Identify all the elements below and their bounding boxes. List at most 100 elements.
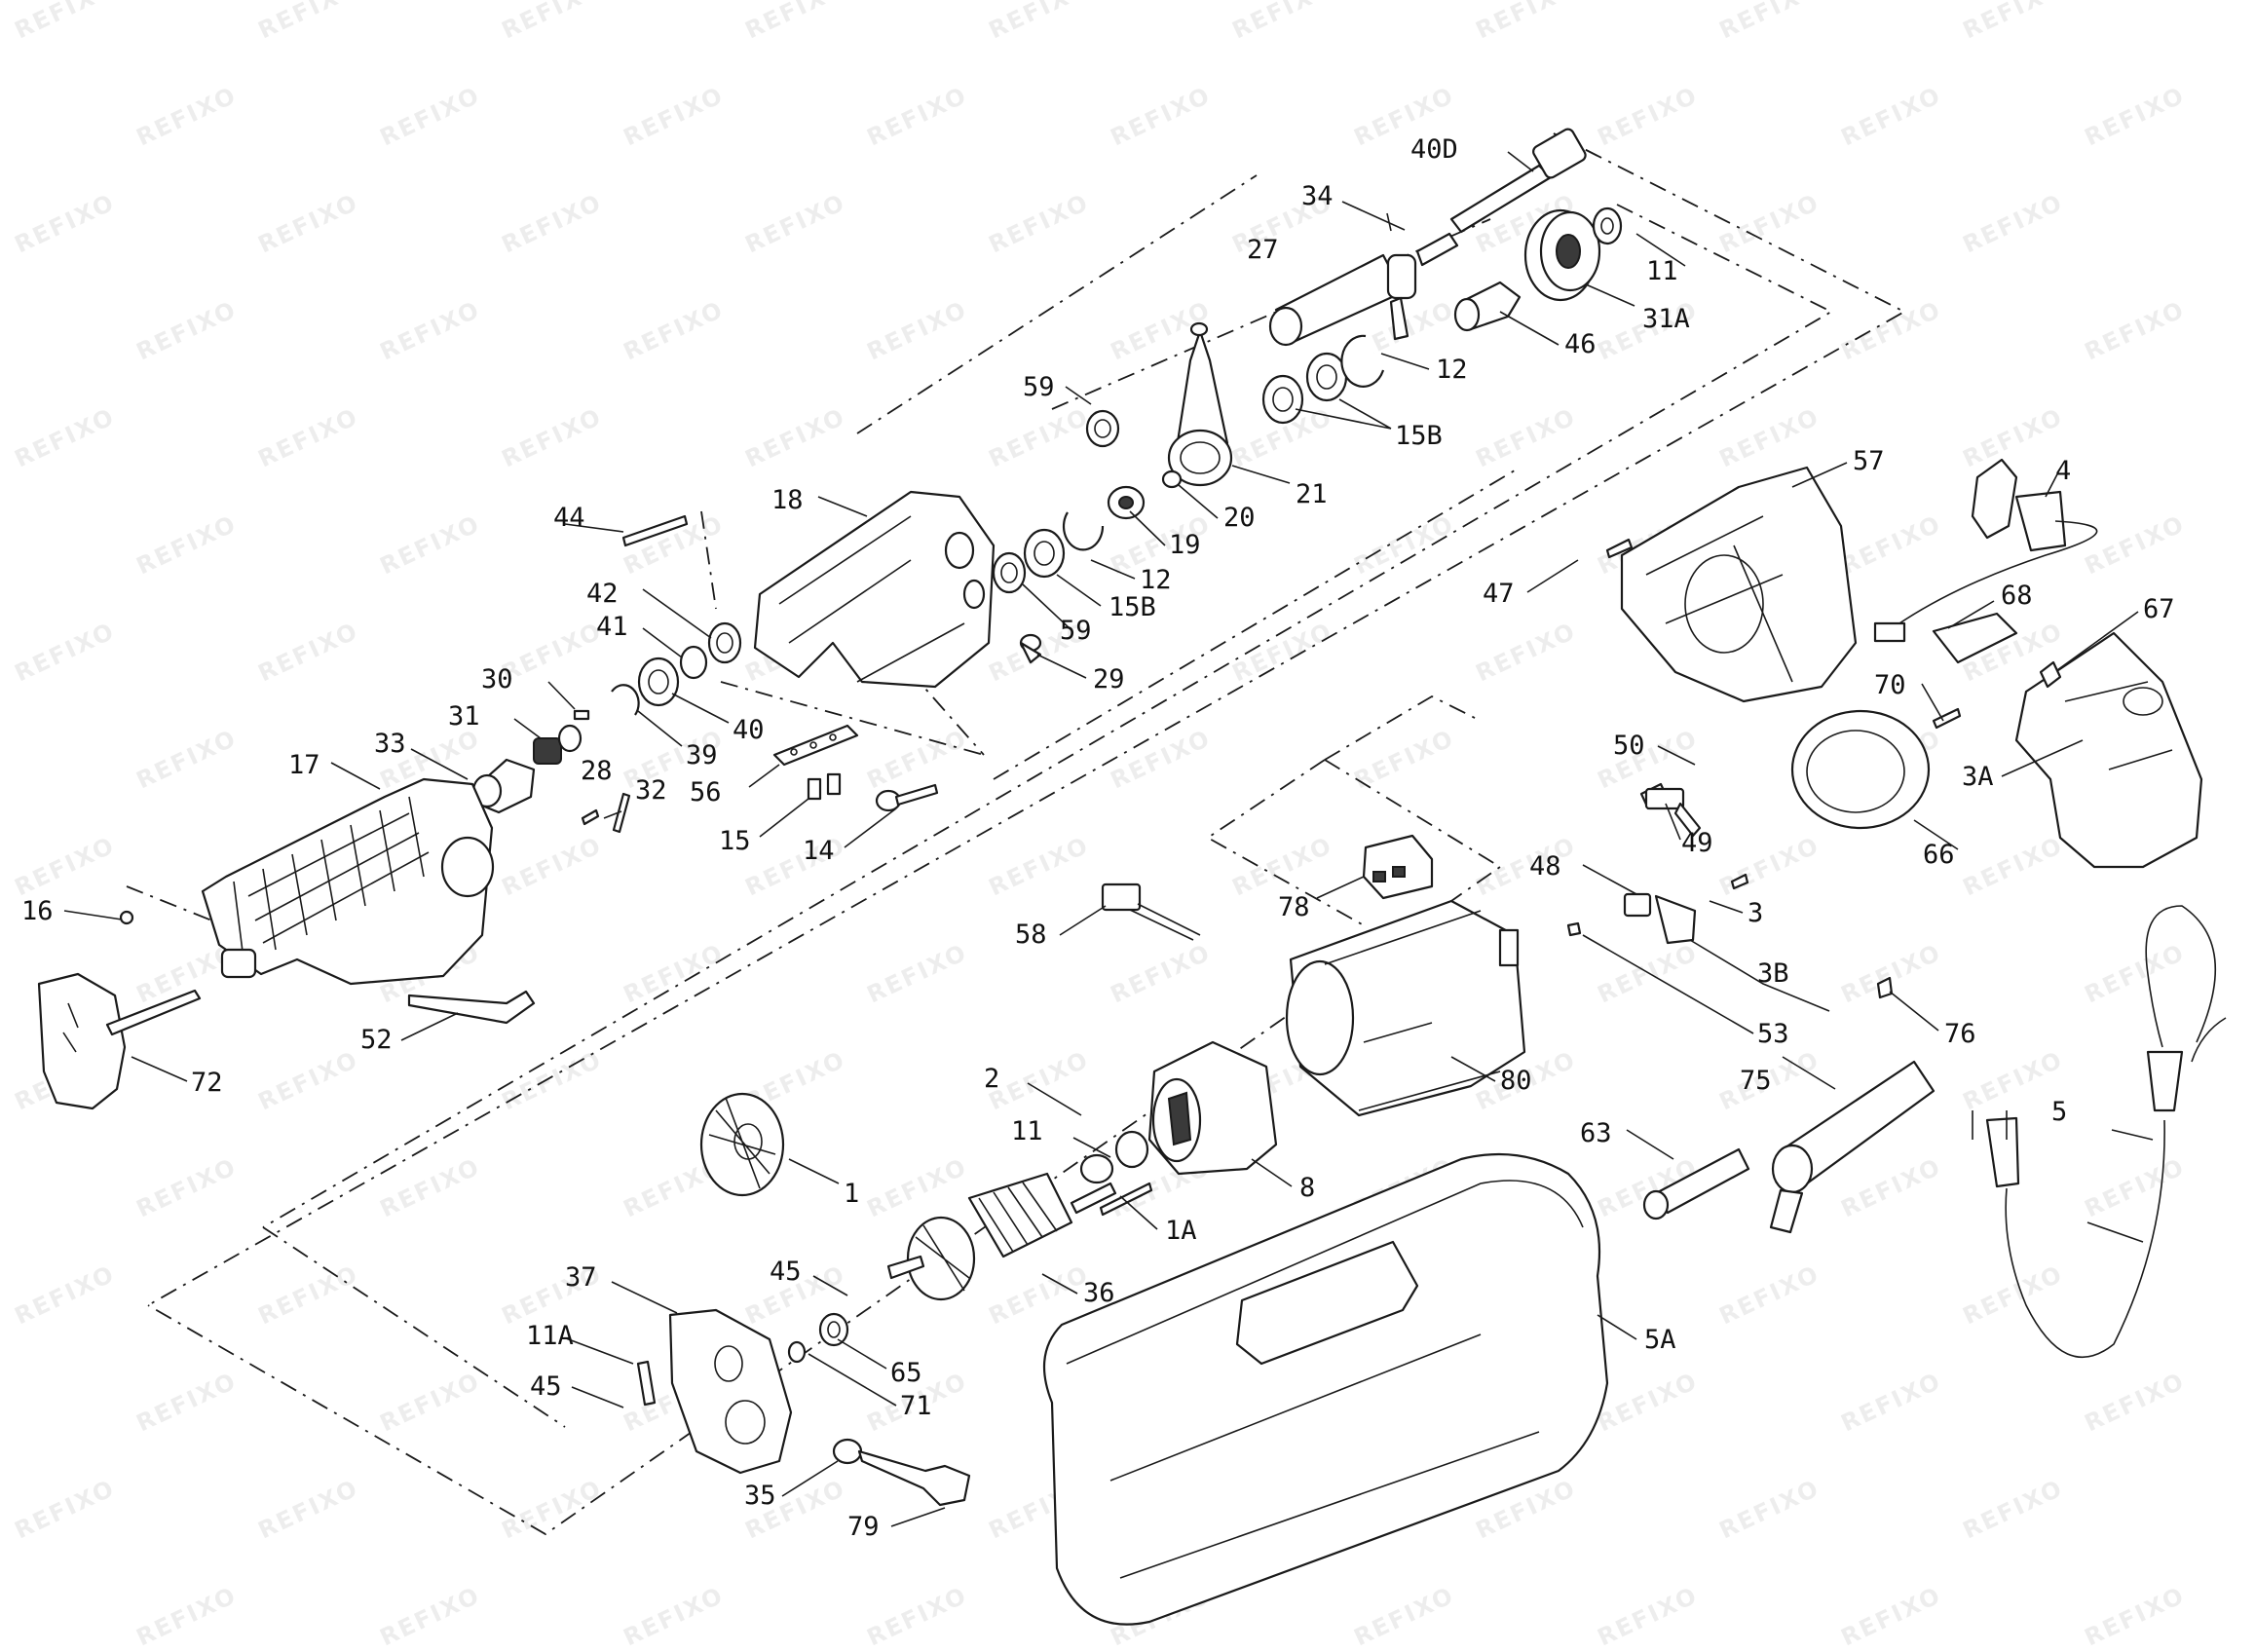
shaft-40d (1415, 128, 1587, 267)
watermark-text: REFIXO (498, 188, 607, 258)
watermark-text: REFIXO (1350, 1581, 1459, 1651)
small-bearings (992, 469, 1183, 594)
label-1: 36 (1083, 1278, 1115, 1308)
fan-1a (699, 1092, 785, 1197)
watermark-text: REFIXO (1594, 81, 1703, 151)
watermark-text: REFIXO (1837, 1367, 1946, 1437)
watermark-text: REFIXO (863, 295, 972, 365)
watermark-text: REFIXO (1837, 509, 1946, 580)
watermark-text: REFIXO (1594, 1581, 1703, 1651)
watermark-text: REFIXO (1472, 617, 1581, 687)
label-39: 39 (686, 740, 718, 770)
capacitor-78 (1101, 882, 1201, 941)
handle-57 (2014, 631, 2203, 869)
watermark-text: REFIXO (1107, 938, 1216, 1008)
label-16: 72 (191, 1068, 223, 1098)
label-27: 27 (1247, 235, 1279, 265)
watermark-text: REFIXO (1959, 188, 2068, 258)
label-3: 3B (1757, 958, 1789, 989)
watermark-text: REFIXO (863, 81, 972, 151)
label-47: 47 (1483, 579, 1515, 609)
label-15: 15 (719, 826, 751, 856)
label-11-mid: 11 (1011, 1116, 1043, 1146)
label-37: 11A (526, 1321, 574, 1351)
watermark-text: REFIXO (376, 295, 485, 365)
watermark-text: REFIXO (1959, 402, 2068, 472)
watermark-text: REFIXO (1228, 831, 1337, 901)
watermark-text: REFIXO (11, 402, 120, 472)
label-12-top: 12 (1436, 355, 1468, 385)
watermark-text: REFIXO (1837, 938, 1946, 1008)
label-67: 67 (2143, 594, 2175, 624)
watermark-text: REFIXO (1594, 1367, 1703, 1437)
label-21: 21 (1296, 479, 1328, 509)
tube-75 (1642, 1147, 1750, 1220)
label-48: 3 (1748, 898, 1763, 928)
watermark-text: REFIXO (254, 1045, 363, 1115)
label-11-top: 11 (1646, 256, 1678, 286)
watermark-text: REFIXO (254, 1474, 363, 1544)
plate-56 (772, 724, 859, 767)
label-40: 40 (733, 715, 765, 745)
label-4: 4 (2055, 456, 2071, 486)
label-49: 49 (1681, 828, 1713, 858)
seal-stack (471, 514, 742, 834)
label-56: 56 (690, 777, 722, 807)
watermark-text: REFIXO (620, 1581, 729, 1651)
label-44: 44 (553, 503, 585, 533)
terminal-76 (1362, 834, 1434, 900)
label-15b-top: 15B (1395, 421, 1443, 451)
watermark-text: REFIXO (985, 0, 1094, 44)
watermark-text: REFIXO (620, 938, 729, 1008)
ring-66 (1790, 709, 1931, 830)
watermark-text: REFIXO (1472, 402, 1581, 472)
gear-housing-18 (753, 490, 996, 689)
watermark-text: REFIXO (1594, 938, 1703, 1008)
label-2: 8 (1299, 1173, 1315, 1203)
label-72: 52 (360, 1025, 393, 1055)
watermark-text: REFIXO (1715, 1474, 1824, 1544)
label-71: 35 (744, 1481, 776, 1511)
end-cap-45 (636, 1308, 971, 1507)
label-3b: 53 (1757, 1019, 1789, 1049)
armature-1 (886, 1130, 1153, 1301)
watermark-text: REFIXO (1228, 0, 1337, 44)
watermark-text: REFIXO (1959, 1474, 2068, 1544)
label-17: 17 (288, 750, 320, 780)
watermark-text: REFIXO (11, 831, 120, 901)
label-33: 33 (374, 729, 406, 759)
watermark-text: REFIXO (11, 1259, 120, 1330)
watermark-text: REFIXO (1715, 0, 1824, 44)
sleeve-27 (1268, 253, 1417, 347)
cord-5 (1972, 905, 2227, 1359)
watermark-text: REFIXO (1715, 1259, 1824, 1330)
watermark-text: REFIXO (863, 938, 972, 1008)
watermark-text: REFIXO (376, 1152, 485, 1222)
label-28: 28 (581, 756, 613, 786)
watermark-text: REFIXO (1472, 0, 1581, 44)
watermark-text: REFIXO (254, 1259, 363, 1330)
watermark-text: REFIXO (132, 509, 242, 580)
label-46: 46 (1564, 329, 1597, 359)
label-52: 80 (1500, 1066, 1532, 1096)
watermark-text: REFIXO (863, 724, 972, 794)
label-36-top: 45 (770, 1257, 802, 1287)
label-30: 30 (481, 664, 513, 695)
label-79: 5A (1644, 1325, 1676, 1355)
rear-housing-57 (1620, 466, 1858, 703)
label-80: 75 (1740, 1066, 1772, 1096)
watermark-text: REFIXO (1107, 724, 1216, 794)
label-1a: 1 (844, 1179, 859, 1209)
watermark-text: REFIXO (376, 1367, 485, 1437)
watermark-text: REFIXO (985, 831, 1094, 901)
watermark-text: REFIXO (1959, 831, 2068, 901)
small-handle-parts (1605, 538, 2062, 730)
gear-31a (1523, 206, 1623, 302)
watermark-text: REFIXO (1837, 1152, 1946, 1222)
watermark-text: REFIXO (498, 1045, 607, 1115)
watermark-text: REFIXO (2081, 938, 2190, 1008)
watermark-text: REFIXO (376, 81, 485, 151)
watermark-text: REFIXO (254, 402, 363, 472)
watermark-text: REFIXO (1107, 81, 1216, 151)
watermark-text: REFIXO (498, 831, 607, 901)
